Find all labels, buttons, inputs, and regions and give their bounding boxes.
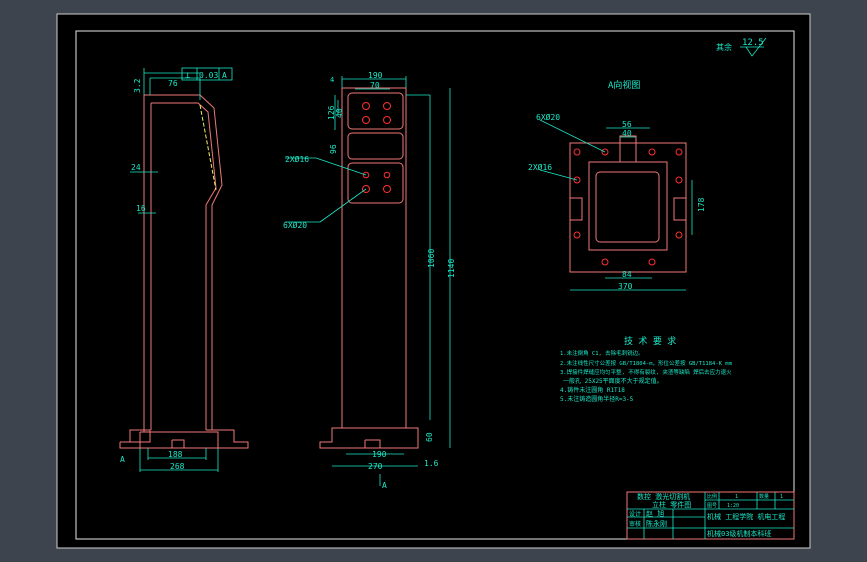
dim-4: 4 xyxy=(330,76,334,84)
roughness-label: 其余 xyxy=(716,42,732,52)
class-name: 机械03级机制本科班 xyxy=(707,529,771,538)
dim-70: 70 xyxy=(370,81,380,90)
dim-16: 16 xyxy=(136,204,146,213)
dim-40: 40 xyxy=(335,108,344,118)
tolerance-datum: A xyxy=(222,71,227,80)
geometric-tolerance-frame xyxy=(181,67,233,81)
scale-label: 比例 xyxy=(707,493,717,500)
design-label: 设计 xyxy=(629,510,641,518)
designer-name: 赵 旭 xyxy=(646,509,664,518)
drawing-frame xyxy=(75,30,795,540)
dim-3.2: 3.2 xyxy=(133,78,142,93)
tech-req-item: 4.铸件未注圆角 R1T18 xyxy=(560,386,625,394)
tech-req-item: 一般孔 25X25平面度不大于规定值。 xyxy=(563,377,663,385)
title-block: 数控 激光切割机 立柱 零件图 设计 赵 旭 审核 陈永刚 比例 1 图号 1:… xyxy=(626,491,795,540)
view-a-title: A向视图 xyxy=(608,79,640,91)
dim-1140: 1140 xyxy=(447,259,456,278)
reviewer-name: 陈永刚 xyxy=(646,519,667,528)
dim-188: 188 xyxy=(168,450,183,459)
tolerance-value: 0.03 xyxy=(199,71,218,80)
dim-56: 56 xyxy=(622,120,632,129)
label-2x-d16: 2XØ16 xyxy=(285,154,309,164)
dim-84: 84 xyxy=(622,270,632,279)
dim-190-bottom: 190 xyxy=(372,450,387,459)
school-name: 机械 工程学院 机电工程 xyxy=(707,512,785,521)
scale-value: 1 xyxy=(735,494,738,500)
dim-178: 178 xyxy=(697,197,706,212)
quantity-value: 1 xyxy=(780,494,783,500)
dim-40: 40 xyxy=(622,129,632,138)
drawing-no-label: 图号 xyxy=(707,503,717,509)
dim-1060: 1060 xyxy=(427,249,436,268)
tech-req-item: 3.焊接件焊缝应均匀平整, 不得有裂纹, 夹渣等缺陷 焊后去应力退火 xyxy=(560,368,732,376)
dim-76: 76 xyxy=(168,79,178,88)
view-a: A向视图 56 40 178 84 370 6XØ20 2XØ16 xyxy=(528,79,706,291)
review-label: 审核 xyxy=(629,520,641,528)
perpendicularity-symbol: ⊥ xyxy=(185,71,191,81)
roughness-value: 12.5 xyxy=(742,38,764,48)
datum-a: A xyxy=(120,455,125,464)
tech-req-title: 技 术 要 求 xyxy=(624,335,676,347)
label-6x-d20: 6XØ20 xyxy=(283,220,307,230)
tech-req-item: 1.未注倒角 C1, 去除毛刺锐边。 xyxy=(560,349,644,357)
dim-370: 370 xyxy=(618,282,633,291)
dim-96: 96 xyxy=(329,144,338,154)
label-6x-d20: 6XØ20 xyxy=(536,112,560,122)
roughness-symbol-icon xyxy=(740,37,767,57)
drawing-no-value: 1:20 xyxy=(727,503,739,509)
quantity-label: 数量 xyxy=(759,493,769,500)
section-mark-a: A xyxy=(382,481,387,490)
roughness-1.6: 1.6 xyxy=(424,459,439,468)
roughness-note: 其余 12.5 xyxy=(716,37,767,57)
side-view: ⊥ 0.03 A 76 3.2 24 16 188 268 A xyxy=(119,67,249,472)
tech-req-item: 2.未注线性尺寸公差按 GB/T1804-m，形位公差按 GB/T1184-K … xyxy=(560,359,733,367)
part-name: 数控 激光切割机 xyxy=(637,492,690,501)
drawing-type: 立柱 零件图 xyxy=(652,500,691,509)
hidden-line xyxy=(199,104,217,191)
dim-190: 190 xyxy=(368,71,383,80)
dim-268: 268 xyxy=(170,462,185,471)
tech-req-item: 5.未注铸造圆角半径R=3-5 xyxy=(560,395,634,403)
front-view: 190 70 4 126 40 96 1060 1140 60 190 270 … xyxy=(283,71,456,490)
dim-270: 270 xyxy=(368,462,383,471)
dim-126: 126 xyxy=(327,105,336,120)
dim-60: 60 xyxy=(425,432,434,442)
technical-requirements: 技 术 要 求 1.未注倒角 C1, 去除毛刺锐边。 2.未注线性尺寸公差按 G… xyxy=(560,335,733,403)
label-2x-d16: 2XØ16 xyxy=(528,162,552,172)
dim-24: 24 xyxy=(131,163,141,172)
